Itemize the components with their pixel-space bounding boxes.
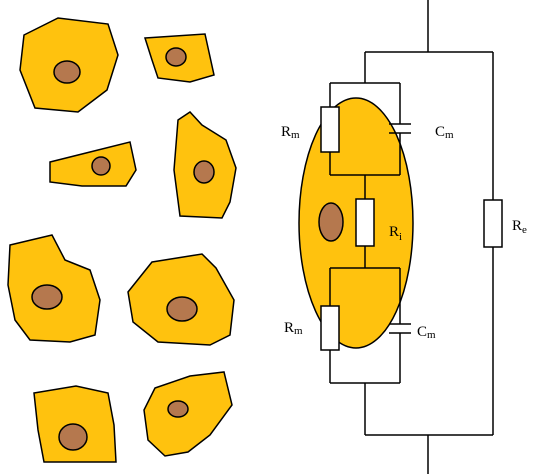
- resistor-re: [483, 199, 503, 248]
- resistor-rm-bottom: [320, 305, 340, 351]
- nucleus: [31, 284, 63, 310]
- cell-nucleus: [318, 202, 344, 242]
- capacitor-cm-top: [389, 123, 411, 134]
- label-rm-bottom: Rm: [284, 320, 303, 337]
- label-cm-bottom: Cm: [417, 324, 436, 341]
- resistor-ri: [355, 198, 375, 247]
- cell-culture: [7, 17, 237, 463]
- cell-5: [7, 234, 101, 343]
- resistors: [320, 106, 503, 351]
- cell-4: [173, 111, 237, 219]
- cell-6: [127, 253, 235, 346]
- nucleus: [53, 60, 81, 84]
- cell-8: [143, 371, 233, 457]
- nucleus: [166, 296, 198, 322]
- nucleus: [58, 423, 88, 451]
- nucleus: [193, 160, 215, 184]
- cell-2: [143, 33, 215, 83]
- cell-3: [49, 141, 137, 187]
- nucleus: [165, 47, 187, 67]
- circuit-wires: [329, 0, 494, 474]
- cell-7: [33, 385, 117, 463]
- label-cm-top: Cm: [435, 124, 454, 141]
- resistor-rm-top: [320, 106, 340, 153]
- nucleus: [167, 400, 189, 418]
- label-rm-top: Rm: [281, 124, 300, 141]
- cell-1: [19, 17, 119, 113]
- nucleus: [91, 156, 111, 176]
- label-ri: Ri: [389, 224, 402, 243]
- capacitor-cm-bottom: [389, 323, 411, 334]
- label-re: Re: [512, 218, 527, 236]
- capacitors: [389, 123, 411, 334]
